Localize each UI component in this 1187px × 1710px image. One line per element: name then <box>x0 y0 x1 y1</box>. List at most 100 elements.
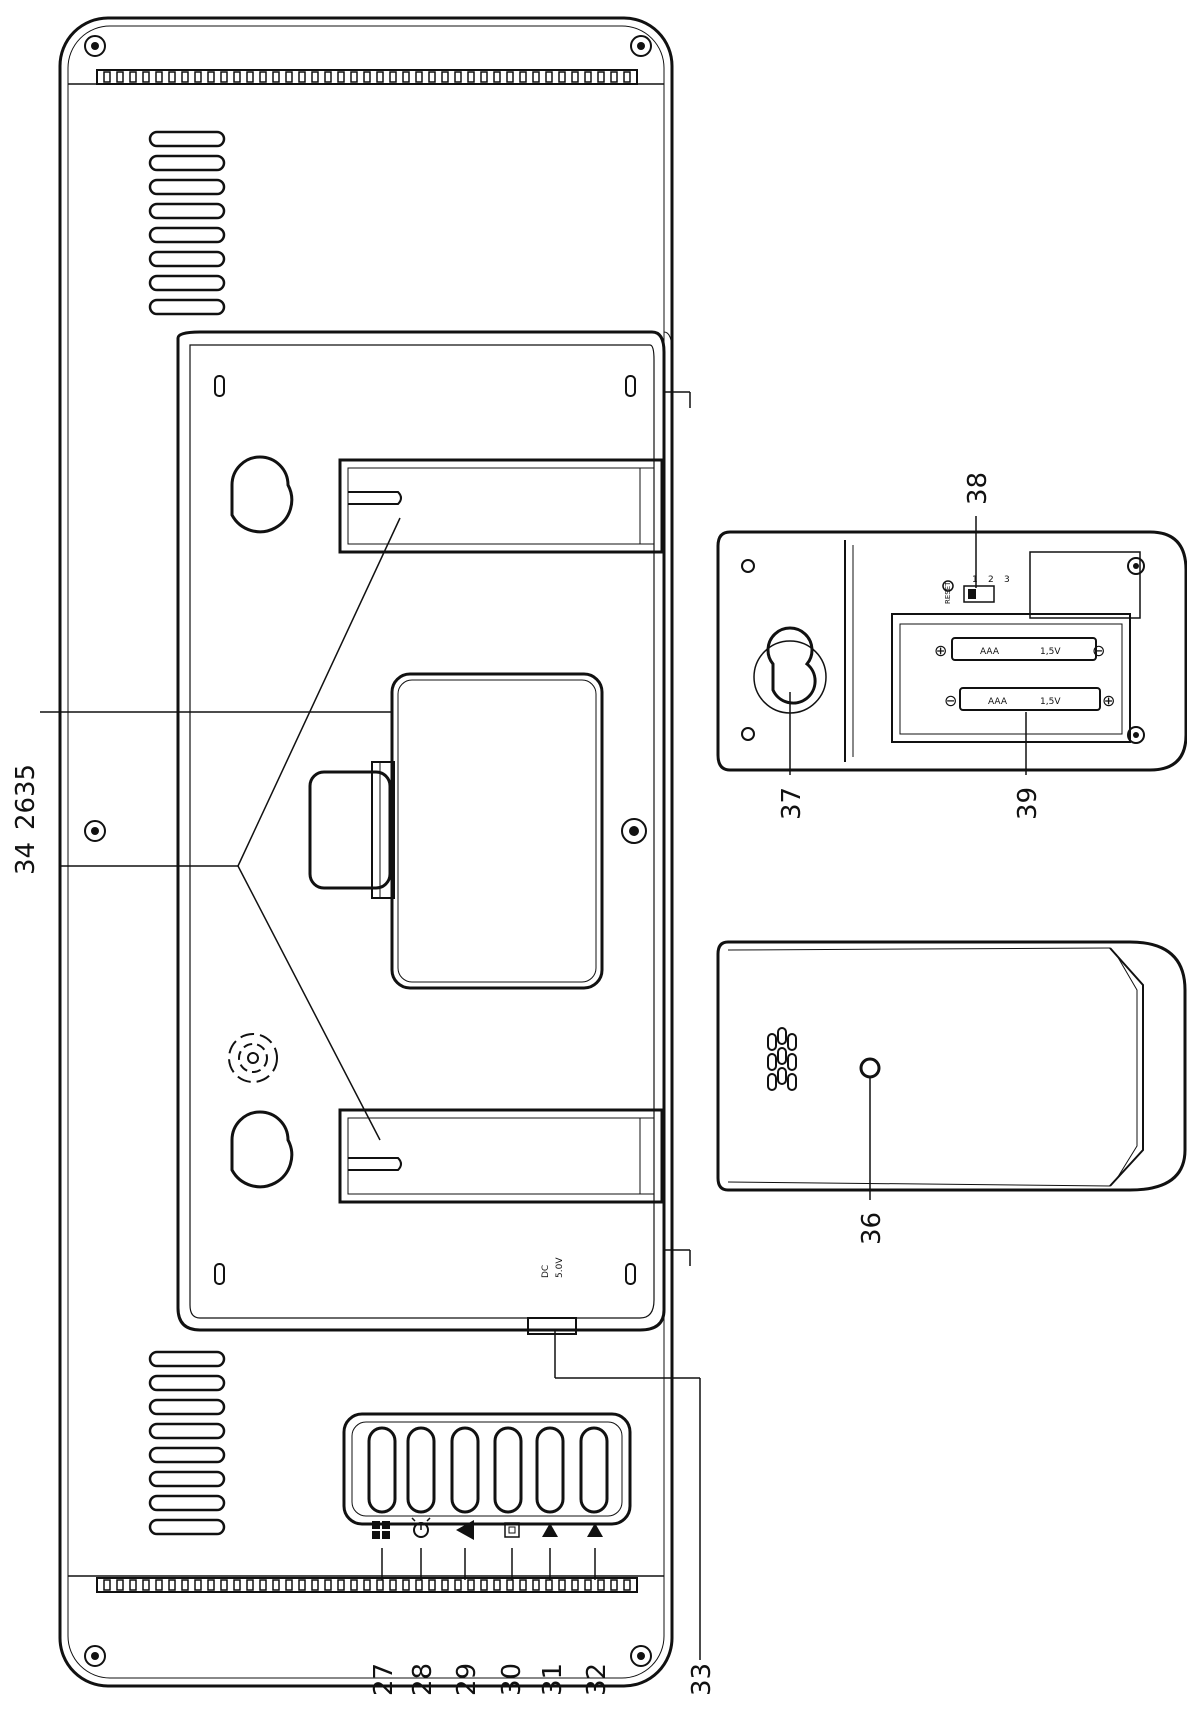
sensor-vent-slot <box>777 1047 787 1065</box>
rib-tick <box>246 1579 254 1591</box>
button <box>367 1426 397 1514</box>
main-unit: DC 5.0V <box>58 16 691 1688</box>
sensor-back: AAA 1,5V ⊕ ⊖ AAA 1,5V ⊖ ⊕ 1 2 3 RESET <box>716 530 1187 772</box>
rib-tick <box>545 71 553 83</box>
rib-tick <box>558 71 566 83</box>
reset-label: RESET <box>944 581 952 604</box>
rib-tick <box>532 1579 540 1591</box>
rib-tick <box>116 1579 124 1591</box>
bottom-ribs <box>103 1579 631 1591</box>
channel-switch: 1 2 3 RESET <box>942 575 1010 604</box>
rib-tick <box>168 1579 176 1591</box>
button-panel <box>342 1412 632 1526</box>
vent-slot <box>148 250 226 268</box>
rib-tick <box>415 71 423 83</box>
switch-pos-1: 1 <box>972 575 978 585</box>
main-unit-outline <box>58 16 674 1688</box>
rib-tick <box>233 1579 241 1591</box>
switch-pos-3: 3 <box>1004 575 1010 585</box>
screw-bottom-right <box>630 1645 652 1667</box>
stand-leg-top <box>338 458 664 554</box>
button <box>579 1426 609 1514</box>
callout-27: 27 <box>369 1663 399 1696</box>
rib-tick <box>402 71 410 83</box>
top-ribs <box>103 71 631 83</box>
callout-26: 26 <box>11 797 41 830</box>
battery-top-type: AAA <box>980 647 1000 657</box>
rib-tick <box>402 1579 410 1591</box>
rib-tick <box>116 71 124 83</box>
rib-tick <box>233 71 241 83</box>
rib-tick <box>441 1579 449 1591</box>
vent-slot <box>148 1446 226 1464</box>
callout-38: 38 <box>963 472 993 505</box>
sensor-vent-slot <box>777 1067 787 1085</box>
screw-sensor-2 <box>741 727 755 741</box>
battery-bottom-type: AAA <box>988 697 1008 707</box>
rib-tick <box>324 1579 332 1591</box>
buttons <box>367 1426 609 1514</box>
rib-tick <box>259 1579 267 1591</box>
sensor-vent-slot <box>767 1073 777 1091</box>
rib-tick <box>155 71 163 83</box>
rib-tick <box>376 71 384 83</box>
keyhole-slot-top <box>230 455 294 534</box>
rib-tick <box>597 71 605 83</box>
sensor-vent-slot <box>767 1053 777 1071</box>
rib-tick <box>220 1579 228 1591</box>
rib-tick <box>298 71 306 83</box>
rib-tick <box>181 71 189 83</box>
minus-icon: ⊖ <box>1092 641 1105 660</box>
screw-sensor-1 <box>741 559 755 573</box>
vent-slot <box>148 226 226 244</box>
sensor-hole <box>859 1057 881 1079</box>
rib-tick <box>623 71 631 83</box>
rib-tick <box>311 1579 319 1591</box>
sensor-vent-slot <box>767 1033 777 1051</box>
battery-compartment <box>891 613 1131 743</box>
rib-tick <box>103 1579 111 1591</box>
battery-top: AAA 1,5V ⊕ ⊖ <box>934 637 1105 661</box>
rib-tick <box>428 71 436 83</box>
vent-slot <box>148 1398 226 1416</box>
vent-slot <box>148 298 226 316</box>
vent-slot <box>148 274 226 292</box>
rib-tick <box>506 71 514 83</box>
cover-latch <box>308 761 395 899</box>
vent-slots-top <box>148 130 226 316</box>
rib-tick <box>142 71 150 83</box>
callout-35: 35 <box>11 764 41 797</box>
left-arrow-icon <box>542 1523 558 1537</box>
button <box>406 1426 436 1514</box>
rib-tick <box>246 71 254 83</box>
callout-37: 37 <box>777 787 807 820</box>
button <box>493 1426 523 1514</box>
rib-tick <box>350 1579 358 1591</box>
rib-tick <box>610 1579 618 1591</box>
screw-sensor-3 <box>1127 557 1145 575</box>
screw-middle-right <box>621 818 647 844</box>
screw-top-right <box>630 35 652 57</box>
rib-tick <box>480 71 488 83</box>
rib-tick <box>311 71 319 83</box>
rib-tick <box>259 71 267 83</box>
rib-tick <box>389 71 397 83</box>
callout-labels: 34 26 35 27 28 29 30 31 32 33 36 37 38 3… <box>11 472 1043 1696</box>
keyhole-slot-bottom <box>230 1110 294 1189</box>
button-icons <box>372 1517 603 1540</box>
battery-top-voltage: 1,5V <box>1040 647 1061 657</box>
rib-tick <box>103 71 111 83</box>
rib-tick <box>272 71 280 83</box>
rib-tick <box>285 1579 293 1591</box>
plus-icon: ⊕ <box>934 641 947 660</box>
callout-lines <box>40 516 1027 1660</box>
rib-tick <box>389 1579 397 1591</box>
rib-tick <box>467 1579 475 1591</box>
battery-bottom-voltage: 1,5V <box>1040 697 1061 707</box>
rib-tick <box>285 71 293 83</box>
rib-tick <box>415 1579 423 1591</box>
sensor-vent-slot <box>787 1033 797 1051</box>
rib-tick <box>298 1579 306 1591</box>
callout-31: 31 <box>538 1663 568 1696</box>
